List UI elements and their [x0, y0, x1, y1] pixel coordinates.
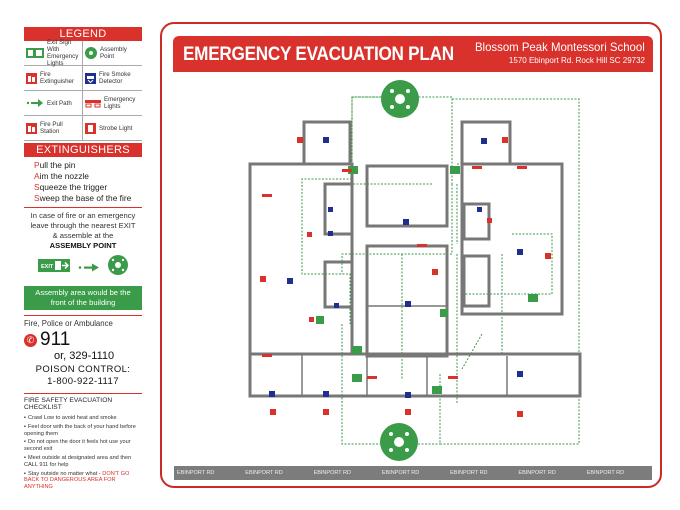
phone-icon: ✆ — [24, 333, 37, 347]
emergency-number-row: ✆ 911 — [24, 329, 142, 350]
exit-path-icon — [26, 99, 44, 107]
assembly-point-icon — [108, 255, 128, 280]
school-name: Blossom Peak Montessori School — [475, 40, 645, 54]
pass-steps: Pull the pin Aim the nozzle Squeeze the … — [24, 160, 142, 204]
smoke-detector-icon — [85, 72, 96, 84]
exit-sign-icon: EXIT — [38, 258, 70, 277]
emergency-number: 911 — [40, 329, 71, 350]
checklist-item: Feel door with the back of your hand bef… — [24, 424, 142, 438]
checklist: Crawl Low to avoid heat and smoke Feel d… — [24, 415, 142, 491]
poison-control-number: 1-800-922-1117 — [47, 376, 119, 387]
plan-header: EMERGENCY EVACUATION PLAN Blossom Peak M… — [173, 36, 653, 72]
checklist-title: FIRE SAFETY EVACUATION CHECKLIST — [24, 397, 113, 411]
extinguishers-title: EXTINGUISHERS — [24, 143, 142, 157]
exit-to-assembly-diagram: EXIT — [24, 255, 142, 280]
assembly-note: Assembly area would be the front of the … — [24, 286, 142, 310]
divider — [24, 393, 142, 394]
legend-item-emergency-lights: Emergency Lights — [83, 91, 142, 116]
exit-sign-icon — [26, 48, 44, 58]
legend-item-fire-extinguisher: Fire Extinguisher — [24, 66, 83, 91]
fire-pull-station-icon — [26, 122, 37, 134]
emergency-label: Fire, Police or Ambulance — [24, 319, 113, 328]
poison-control-label: POISON CONTROL: — [35, 364, 131, 375]
checklist-item: Crawl Low to avoid heat and smoke — [24, 415, 142, 422]
floor-plan — [248, 80, 582, 461]
emergency-lights-icon — [85, 99, 101, 108]
legend-title: LEGEND — [24, 27, 142, 41]
legend-item-exit-sign: Exit Sign With Emergency Lights — [24, 39, 83, 67]
legend-item-smoke-detector: Fire Smoke Detector — [83, 66, 142, 91]
alt-number: or, 329-1110 — [54, 350, 115, 362]
legend-item-strobe-light: Strobe Light — [83, 116, 142, 140]
strobe-light-icon — [85, 122, 96, 134]
pass-step: Sweep the base of the fire — [34, 193, 132, 203]
instructions: In case of fire or an emergency leave th… — [30, 211, 136, 250]
svg-text:EXIT: EXIT — [41, 264, 54, 270]
legend-item-exit-path: Exit Path — [24, 91, 83, 116]
pass-step: Squeeze the trigger — [34, 182, 108, 192]
checklist-item: Stay outside no matter what - DON'T GO B… — [24, 471, 142, 491]
checklist-item: Do not open the door it feels hot use yo… — [24, 439, 142, 453]
legend-item-assembly-point: Assembly Point — [83, 41, 142, 66]
checklist-item: Meet outside at designated area and then… — [24, 455, 142, 469]
school-address: 1570 Ebinport Rd. Rock Hill SC 29732 — [508, 56, 645, 65]
legend-item-fire-pull-station: Fire Pull Station — [24, 116, 83, 140]
pass-step: Aim the nozzle — [34, 171, 89, 181]
plan-title: EMERGENCY EVACUATION PLAN — [183, 43, 454, 65]
assembly-point-icon — [381, 80, 419, 118]
divider — [24, 207, 142, 208]
exit-path-icon — [78, 259, 100, 277]
assembly-point-icon — [85, 47, 97, 59]
legend-grid: Exit Sign With Emergency Lights Assembly… — [24, 39, 142, 141]
pass-step: Pull the pin — [34, 160, 76, 170]
divider — [24, 315, 142, 316]
evacuation-plan: EMERGENCY EVACUATION PLAN Blossom Peak M… — [160, 22, 662, 488]
left-panel: LEGEND Exit Sign With Emergency Lights A… — [24, 27, 142, 493]
assembly-point-icon — [380, 423, 418, 461]
fire-extinguisher-icon — [26, 72, 37, 84]
